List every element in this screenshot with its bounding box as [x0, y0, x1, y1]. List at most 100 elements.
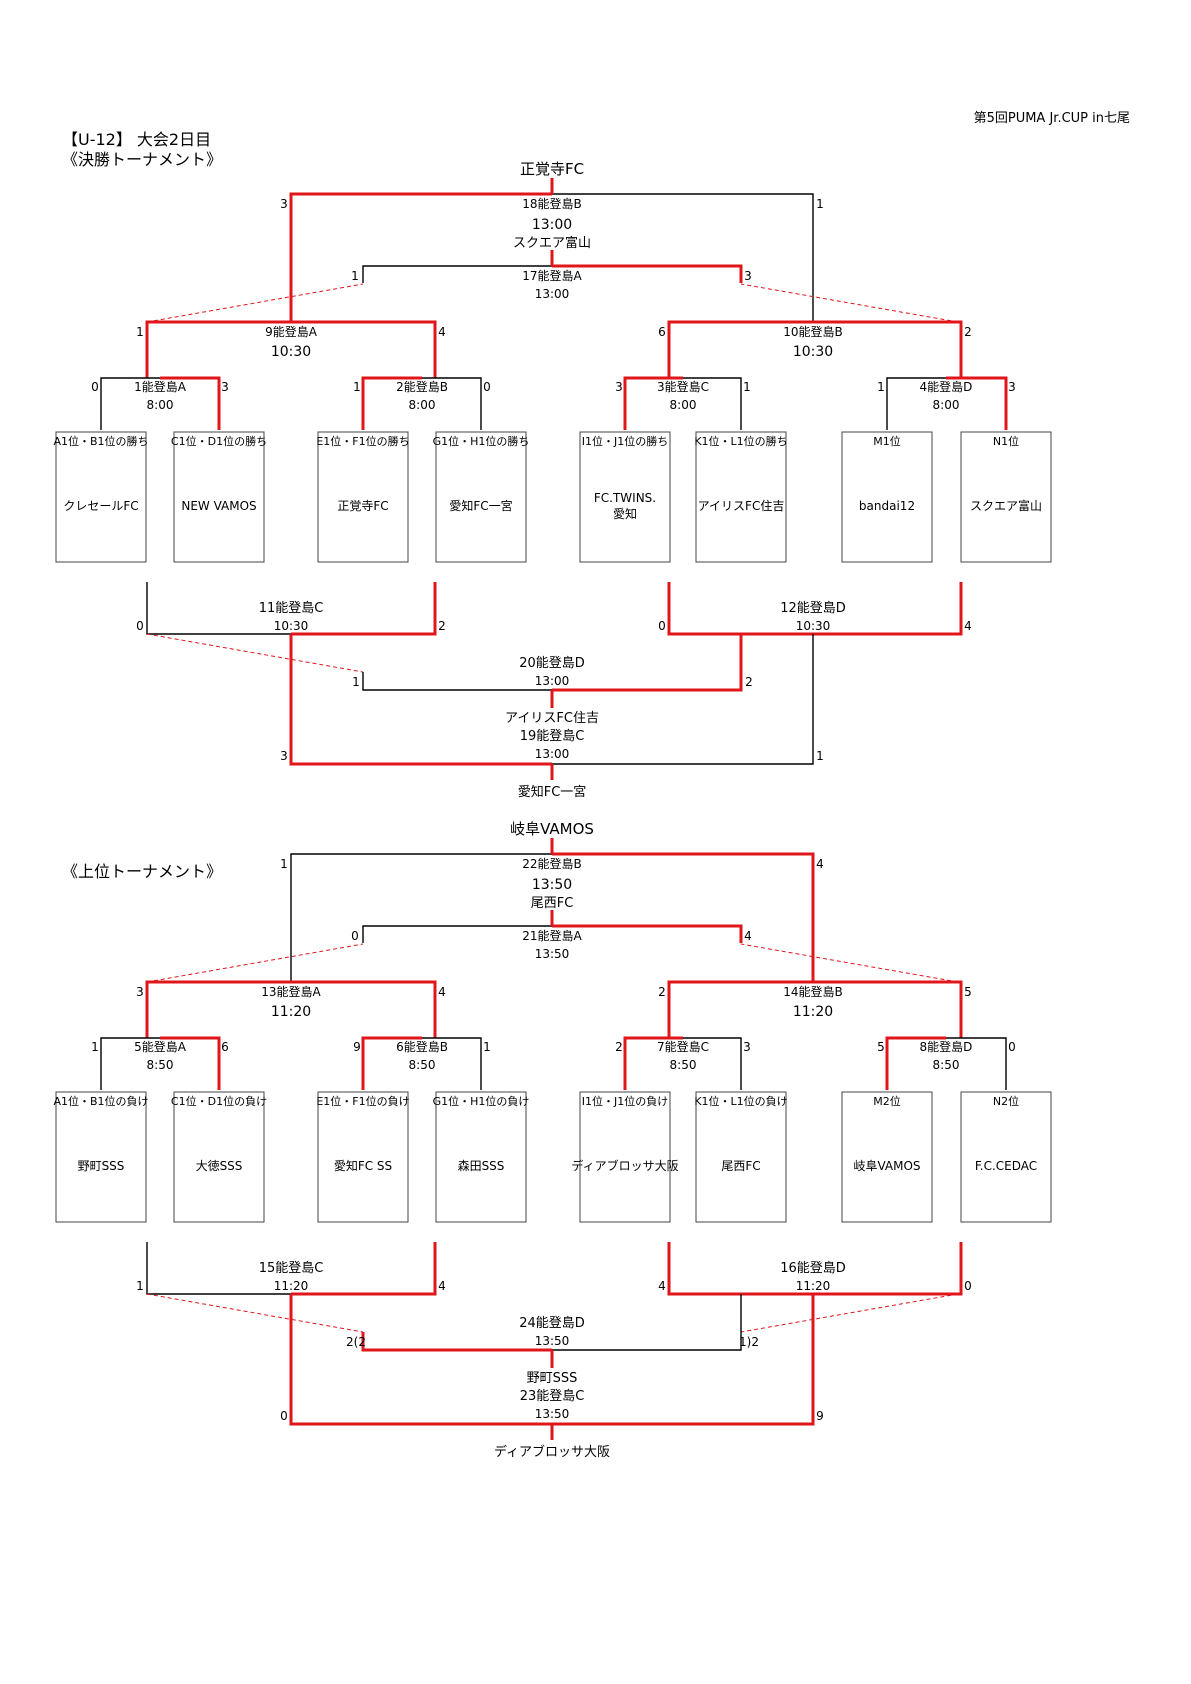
champion-name: 正覚寺FC	[520, 160, 584, 178]
slot-header: E1位・F1位の負け	[316, 1094, 409, 1108]
bracket-line	[667, 980, 813, 1038]
match-label: 8能登島D	[920, 1039, 973, 1054]
score: 0	[136, 619, 144, 633]
bracket-line	[291, 320, 437, 378]
team-name: 岐阜VAMOS	[853, 1159, 920, 1173]
slot-header: I1位・J1位の負け	[582, 1094, 669, 1108]
slot-header: N2位	[993, 1094, 1019, 1108]
slot-header: G1位・H1位の勝ち	[433, 434, 530, 448]
bracket-line	[290, 853, 552, 982]
bracket-line	[683, 1037, 742, 1090]
score: 5	[877, 1040, 885, 1054]
team-box	[173, 431, 265, 563]
bracket-line	[667, 320, 813, 378]
team-box	[435, 1091, 527, 1223]
match-time: 13:50	[535, 1334, 570, 1348]
bracket-line	[361, 1036, 422, 1090]
bracket-line	[145, 320, 291, 378]
score: 4	[438, 325, 446, 339]
score: 4	[438, 1279, 446, 1293]
match-label: 19能登島C	[520, 729, 585, 744]
match-time: 8:00	[147, 398, 174, 412]
team-name: アイリスFC住吉	[505, 711, 599, 726]
match-time: 13:00	[532, 217, 572, 233]
bracket-line	[291, 980, 437, 1038]
bracket-line	[552, 1294, 815, 1426]
loser-arrow	[740, 943, 959, 983]
bracket-line	[145, 980, 291, 1038]
bracket-line	[623, 1036, 683, 1090]
match-label: 18能登島B	[522, 196, 582, 211]
match-time: 13:50	[535, 947, 570, 961]
score: 1	[483, 1040, 491, 1054]
bracket-line	[160, 376, 221, 430]
bracket-line	[552, 634, 814, 765]
match-label: 23能登島C	[520, 1389, 585, 1404]
score: 9	[353, 1040, 361, 1054]
bracket-line	[100, 377, 160, 430]
loser-arrow	[146, 633, 364, 673]
team-name: クレセールFC	[63, 499, 138, 513]
score: 0	[658, 619, 666, 633]
score: 3	[743, 1040, 751, 1054]
slot-header: N1位	[993, 434, 1019, 448]
team-box	[960, 431, 1052, 563]
score: 2(2	[346, 1335, 366, 1349]
match-time: 11:20	[793, 1004, 833, 1020]
champion-name: 岐阜VAMOS	[510, 820, 594, 838]
bracket-line	[362, 925, 552, 943]
match-time: 13:00	[535, 287, 570, 301]
team-name-line: FC.TWINS.	[594, 491, 656, 505]
score: 6	[658, 325, 666, 339]
bracket-line	[422, 1037, 482, 1090]
score: 1	[280, 857, 288, 871]
match-label: 22能登島B	[522, 856, 582, 871]
team-name: bandai12	[859, 499, 915, 513]
score: 2	[964, 325, 972, 339]
bracket-line	[100, 1037, 160, 1090]
match-time: 8:50	[670, 1058, 697, 1072]
bracket-line	[289, 634, 552, 766]
team-box	[317, 1091, 409, 1223]
score: 3	[280, 749, 288, 763]
match-time: 13:50	[532, 877, 572, 893]
bracket-line	[813, 320, 963, 378]
team-name: ディアブロッサ大阪	[494, 1444, 610, 1460]
bracket-line	[886, 377, 946, 430]
match-label: 4能登島D	[920, 379, 973, 394]
bracket-line	[946, 376, 1008, 430]
match-label: 20能登島D	[519, 656, 585, 671]
team-box	[841, 1091, 933, 1223]
score: 1	[91, 1040, 99, 1054]
bracket-line	[291, 582, 437, 636]
match-label: 13能登島A	[261, 984, 321, 999]
score: 0	[351, 929, 359, 943]
score: 1	[877, 380, 885, 394]
score: 0	[280, 1409, 288, 1423]
bracket-line	[552, 264, 743, 283]
cup-title: 第5回PUMA Jr.CUP in七尾	[974, 111, 1130, 126]
bracket-line	[552, 193, 814, 322]
score: 3	[1008, 380, 1016, 394]
team-name: スクエア富山	[970, 498, 1042, 513]
team-name: 愛知FC一宮	[449, 498, 512, 513]
score: 2	[658, 985, 666, 999]
bracket-line	[422, 377, 482, 430]
score: 1	[136, 1279, 144, 1293]
match-time: 8:50	[409, 1058, 436, 1072]
match-time: 11:20	[274, 1279, 309, 1293]
score: 0	[91, 380, 99, 394]
match-label: 9能登島A	[265, 324, 318, 339]
loser-arrow	[146, 283, 364, 323]
score: 2	[745, 675, 753, 689]
match-label: 10能登島B	[783, 324, 843, 339]
slot-header: C1位・D1位の負け	[171, 1094, 267, 1108]
score: 4	[438, 985, 446, 999]
slot-header: A1位・B1位の負け	[53, 1094, 148, 1108]
day-heading: 【U-12】 大会2日目	[62, 130, 211, 149]
score: 4	[658, 1279, 666, 1293]
score: 1	[136, 325, 144, 339]
